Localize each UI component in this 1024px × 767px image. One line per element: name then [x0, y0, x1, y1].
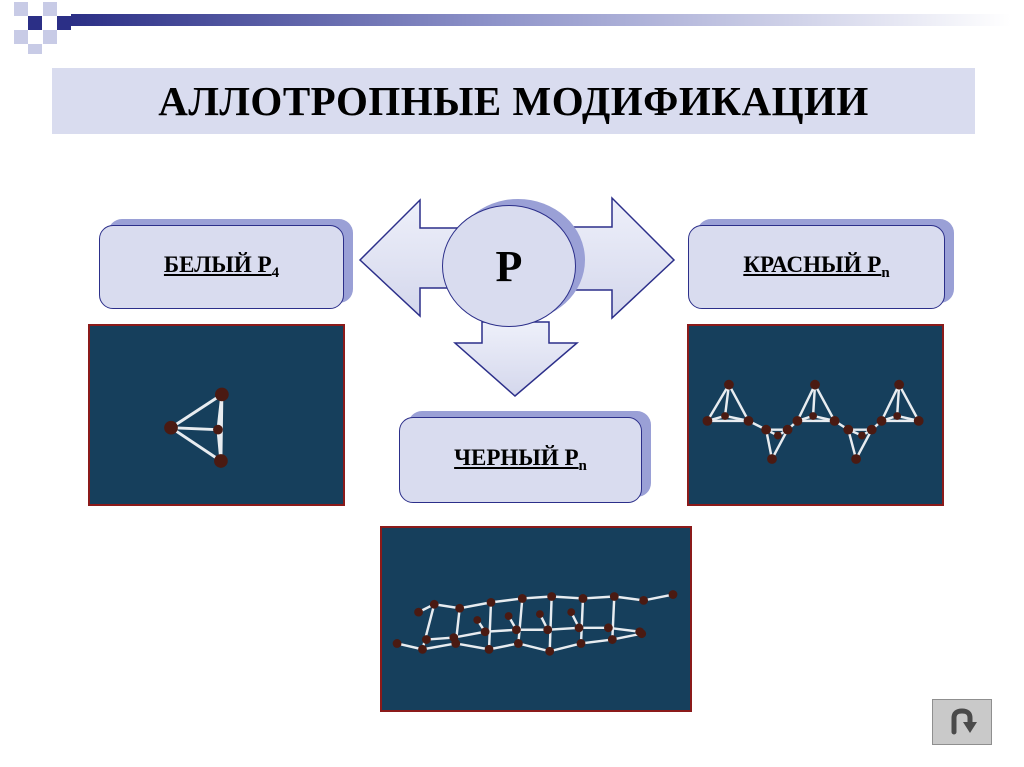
slide-title: АЛЛОТРОПНЫЕ МОДИФИКАЦИИ	[158, 78, 869, 124]
header-square	[43, 2, 57, 16]
white-phosphorus-image	[88, 324, 345, 506]
white-phosphorus-label-box: БЕЛЫЙ P4	[99, 225, 344, 309]
return-arrow-icon	[951, 708, 977, 735]
red-phosphorus-label-box: КРАСНЫЙ Pn	[688, 225, 945, 309]
title-banner: АЛЛОТРОПНЫЕ МОДИФИКАЦИИ	[52, 68, 975, 134]
header-square	[43, 30, 57, 44]
down-arrow	[453, 321, 580, 397]
header-square	[57, 16, 71, 30]
black-phosphorus-image	[380, 526, 692, 712]
p4-molecule	[164, 387, 229, 468]
header-square	[28, 16, 42, 30]
atom	[213, 424, 223, 435]
center-label: P	[495, 241, 523, 291]
header-bar	[71, 14, 1011, 26]
atom	[214, 454, 228, 468]
atom	[164, 420, 178, 435]
black-phosphorus-label-box: ЧЕРНЫЙ Pn	[399, 417, 642, 503]
atom	[215, 387, 229, 402]
red-phosphorus-label: КРАСНЫЙ Pn	[743, 252, 890, 281]
header-square	[28, 44, 42, 54]
red-phosphorus-image	[687, 324, 944, 506]
center-element-circle: P	[442, 205, 576, 327]
header-square	[14, 30, 28, 44]
header-square	[14, 2, 28, 16]
back-button[interactable]	[932, 699, 992, 745]
white-phosphorus-label: БЕЛЫЙ P4	[163, 252, 280, 281]
red-p-chain	[702, 379, 924, 464]
black-p-layers	[392, 590, 678, 656]
black-phosphorus-label: ЧЕРНЫЙ Pn	[454, 445, 587, 474]
